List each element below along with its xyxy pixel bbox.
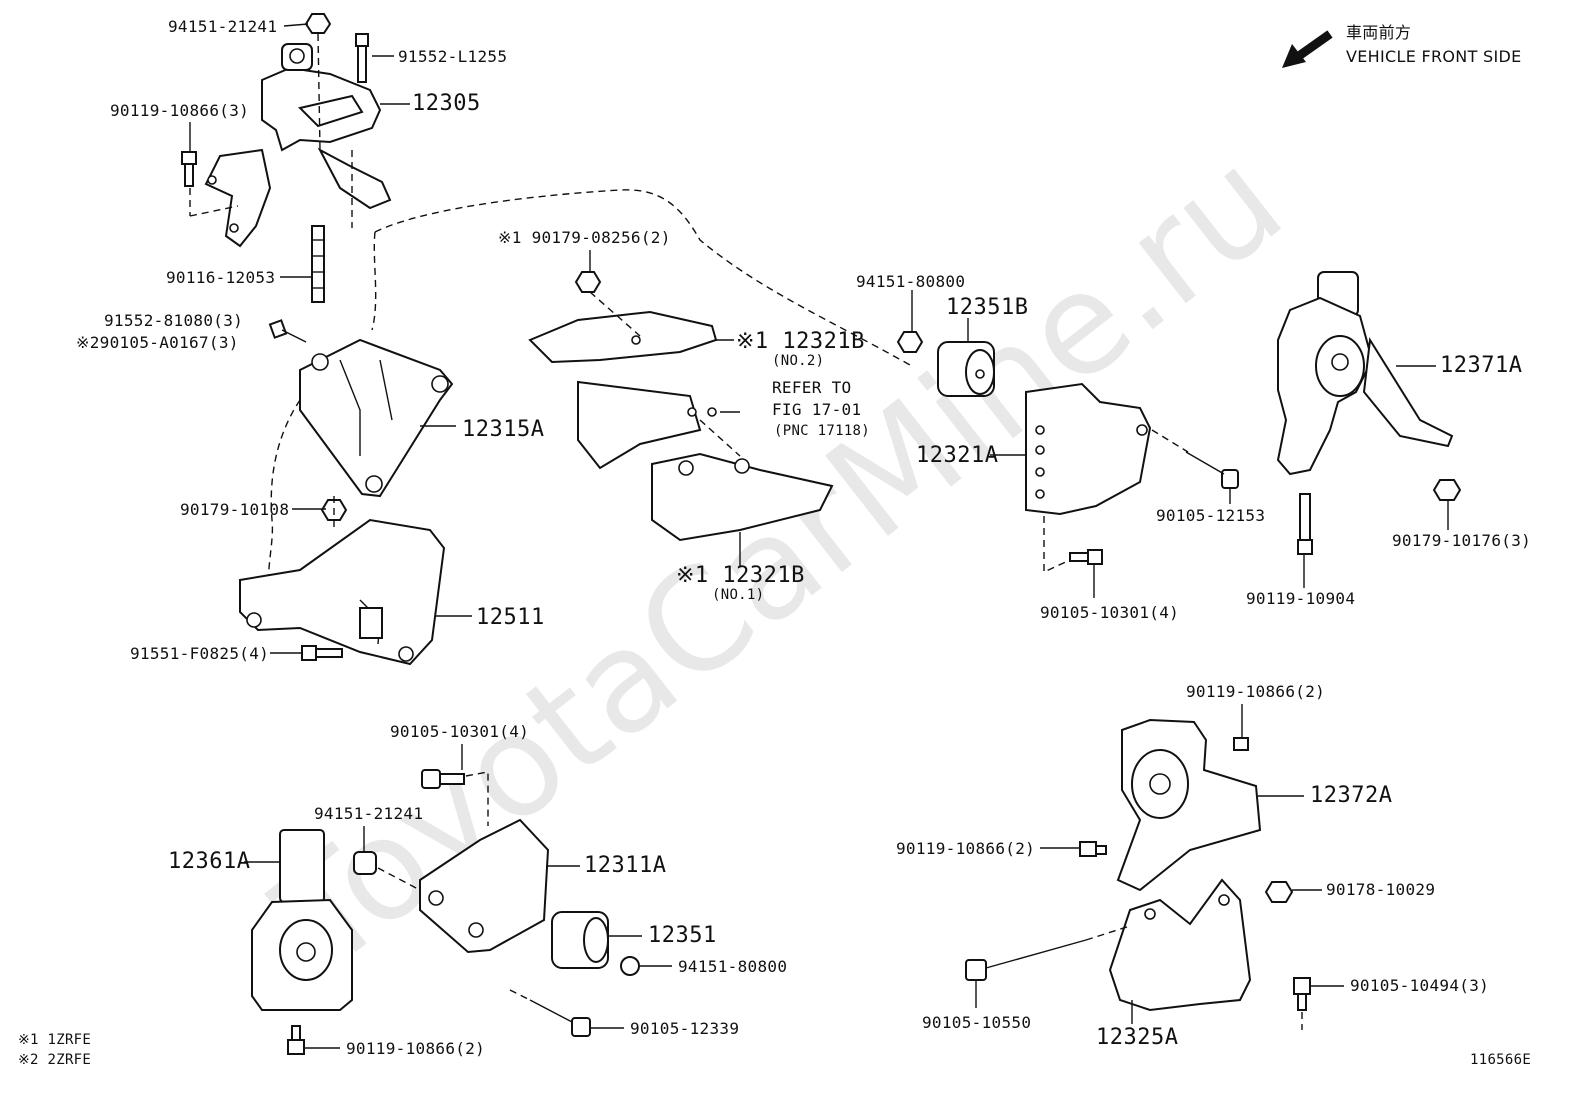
callout-12361A: 12361A [168, 849, 251, 874]
part-12351B [937, 341, 995, 397]
bolt-90119-10866-top [1233, 737, 1249, 751]
callout-90105-A0167: ※290105-A0167(3) [76, 333, 239, 352]
callout-90179-10108: 90179-10108 [180, 500, 290, 519]
callout-90179-08256: ※1 90179-08256(2) [498, 228, 671, 247]
callout-90105-10550: 90105-10550 [922, 1013, 1032, 1032]
part-12311A [419, 818, 550, 954]
callout-90105-12153: 90105-12153 [1156, 506, 1266, 525]
bolt-91552-L1255 [355, 33, 369, 83]
pnc-label: (PNC 17118) [774, 423, 871, 439]
callout-12321B-no1: ※1 12321B [676, 563, 805, 588]
part-12372A [1116, 718, 1262, 892]
bolt-90119-10904 [1297, 493, 1313, 555]
vehicle-front-label: VEHICLE FRONT SIDE [1346, 47, 1522, 66]
part-12325A [1108, 878, 1252, 1012]
callout-90119-10904: 90119-10904 [1246, 589, 1356, 608]
bolt-90119-10866-3 [181, 151, 197, 187]
assembly-outline [374, 189, 911, 366]
nut-90179-08256 [574, 271, 602, 293]
bolt-90105-10301-bottom [421, 769, 465, 789]
bolt-90105-10301-right [1069, 549, 1103, 565]
vehicle-front-arrow-icon [1282, 30, 1333, 68]
callout-90119-10866-2-bottom: 90119-10866(2) [346, 1039, 486, 1058]
bolt-91552-81080 [268, 319, 307, 343]
footnote-1: ※1 1ZRFE [18, 1032, 92, 1048]
fig-label: FIG 17-01 [772, 400, 862, 419]
callout-90119-10866-2-top: 90119-10866(2) [1186, 682, 1326, 701]
part-12351 [551, 911, 609, 969]
bolt-90105-12153 [1185, 451, 1239, 489]
callout-12305: 12305 [412, 91, 481, 116]
nut-94151-80800-top [896, 331, 924, 353]
vehicle-front-jp: 車両前方 [1346, 23, 1412, 42]
callout-12351B: 12351B [946, 295, 1029, 320]
footnote-2: ※2 2ZRFE [18, 1052, 92, 1068]
part-12315A [299, 338, 454, 498]
callout-90119-10866-2-mid: 90119-10866(2) [896, 839, 1036, 858]
callout-no1: (NO.1) [712, 587, 765, 603]
callout-12351: 12351 [648, 923, 717, 948]
part-12511 [239, 518, 446, 666]
callout-90179-10176: 90179-10176(3) [1392, 531, 1532, 550]
callout-12315A: 12315A [462, 417, 545, 442]
callout-94151-80800-top: 94151-80800 [856, 272, 966, 291]
callout-94151-21241-top: 94151-21241 [168, 17, 278, 36]
nut-90179-10176 [1432, 479, 1462, 501]
callout-90105-10494: 90105-10494(3) [1350, 976, 1490, 995]
bolt-90105-10550 [965, 939, 1087, 981]
callout-12371A: 12371A [1440, 353, 1523, 378]
bolt-90119-10866-mid [1079, 841, 1107, 857]
part-12305 [204, 43, 392, 248]
part-12361A [251, 829, 353, 1011]
callout-12321B-no2: ※1 12321B [736, 329, 865, 354]
refer-to-label: REFER TO [772, 378, 852, 397]
part-12371A [1276, 271, 1454, 476]
callout-90105-12339: 90105-12339 [630, 1019, 740, 1038]
nut-94151-21241-bottom [353, 851, 377, 875]
bolt-91551-F0825 [301, 645, 343, 661]
bolt-90119-10866-bottom [287, 1025, 305, 1055]
callout-91551-F0825: 91551-F0825(4) [130, 644, 270, 663]
callout-91552-L1255: 91552-L1255 [398, 47, 508, 66]
callout-12321A: 12321A [916, 443, 999, 468]
nut-94151-21241-top [304, 13, 332, 34]
stud-90116-12053 [311, 225, 325, 303]
leader-lines [189, 23, 1449, 1049]
bolt-90105-10494 [1293, 977, 1311, 1011]
callout-94151-80800-bottom: 94151-80800 [678, 957, 788, 976]
callout-90119-10866-3: 90119-10866(3) [110, 101, 250, 120]
part-12321B-no1 [577, 380, 834, 542]
callout-12325A: 12325A [1096, 1025, 1179, 1050]
callout-90105-10301-right: 90105-10301(4) [1040, 603, 1180, 622]
callout-12511: 12511 [476, 605, 545, 630]
nut-90178-10029 [1264, 881, 1294, 903]
nut-94151-80800-bottom [620, 956, 640, 976]
callout-90178-10029: 90178-10029 [1326, 880, 1436, 899]
part-12321B-no2 [528, 310, 718, 364]
callout-12311A: 12311A [584, 853, 667, 878]
part-12321A [1025, 382, 1152, 516]
diagram-id: 116566E [1470, 1052, 1532, 1068]
callout-91552-81080: 91552-81080(3) [104, 311, 244, 330]
callout-94151-21241-bottom: 94151-21241 [314, 804, 424, 823]
callout-no2: (NO.2) [772, 353, 825, 369]
bolt-90105-12339 [529, 999, 591, 1037]
callout-90116-12053: 90116-12053 [166, 268, 276, 287]
callout-90105-10301-bottom: 90105-10301(4) [390, 722, 530, 741]
callout-12372A: 12372A [1310, 783, 1393, 808]
